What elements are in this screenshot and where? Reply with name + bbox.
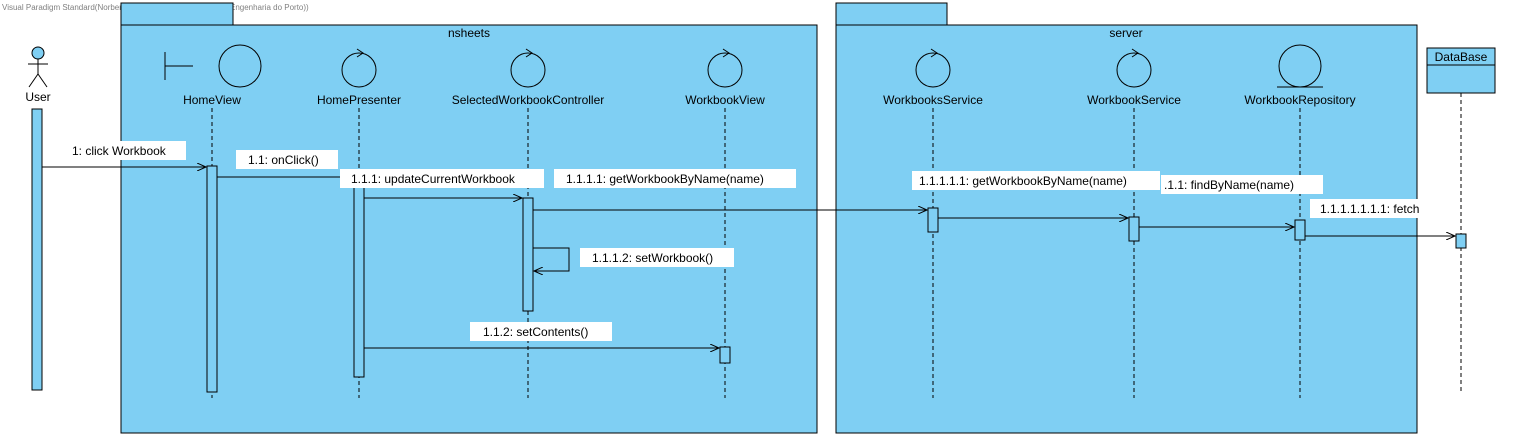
entity-workbook-repository-icon[interactable] [1277,44,1323,88]
svg-text:1.1: onClick(): 1.1: onClick() [248,153,319,167]
message-label-m1[interactable]: 1: click Workbook [64,141,186,160]
lifeline-database-label: DataBase [1435,50,1488,64]
svg-text:1.1.1: updateCurrentWorkbook: 1.1.1: updateCurrentWorkbook [351,172,516,186]
lifeline-workbook-repository-label: WorkbookRepository [1244,93,1355,107]
svg-text:1.1.1.2: setWorkbook(): 1.1.1.2: setWorkbook() [592,251,713,265]
lifeline-home-presenter-label: HomePresenter [317,93,401,107]
lifeline-workbooks-service-label: WorkbooksService [883,93,983,107]
svg-text:1.1.1.1: getWorkbookByName(nam: 1.1.1.1: getWorkbookByName(name) [566,172,764,186]
lifeline-selected-controller-label: SelectedWorkbookController [452,93,605,107]
control-selected-controller-icon[interactable] [510,48,546,88]
arrow-m8-self [533,247,570,271]
svg-text:1.1.2: setContents(): 1.1.2: setContents() [483,325,588,339]
svg-text:1.1.1.1.1: getWorkbookByName(n: 1.1.1.1.1: getWorkbookByName(name) [919,174,1127,188]
actor-head-icon [31,46,45,60]
actor-user-label: User [25,90,50,104]
control-workbook-service-icon[interactable] [1116,48,1152,88]
activation-workbooks-service [927,207,939,233]
package-nsheets-label: nsheets [448,26,490,40]
activation-workbook-service [1128,216,1140,242]
boundary-home-view-icon[interactable] [164,44,262,88]
lifeline-workbook-view-label: WorkbookView [685,93,765,107]
lifeline-workbook-service-label: WorkbookService [1087,93,1181,107]
message-label-m3[interactable]: 1.1.1: updateCurrentWorkbook [340,169,544,188]
message-label-m5[interactable]: 1.1.1.1.1: getWorkbookByName(name) [912,171,1160,190]
lifeline-home-view-label: HomeView [183,93,241,107]
svg-text:.1.1: findByName(name): .1.1: findByName(name) [1164,178,1294,192]
message-label-m9[interactable]: 1.1.2: setContents() [470,322,612,341]
package-server-label: server [1109,26,1142,40]
svg-text:1: click Workbook: 1: click Workbook [72,144,167,158]
activation-user [31,108,43,391]
activation-home-view [206,165,218,393]
control-home-presenter-icon[interactable] [341,48,377,88]
activation-database [1455,233,1467,249]
lifeline-database-head[interactable]: DataBase [1426,47,1496,94]
control-workbooks-service-icon[interactable] [915,48,951,88]
message-arrows [42,167,1455,348]
message-label-m7[interactable]: 1.1.1.1.1.1.1: fetch [1310,199,1438,218]
actor-user[interactable] [28,46,48,88]
package-nsheets[interactable]: nsheets [120,2,818,434]
activation-home-presenter [353,176,365,378]
activation-workbook-repository [1294,219,1306,241]
message-label-m2[interactable]: 1.1: onClick() [236,150,338,169]
control-workbook-view-icon[interactable] [707,48,743,88]
activation-selected-controller [522,197,534,312]
activation-workbook-view [719,346,731,364]
message-label-m6[interactable]: .1.1: findByName(name) [1161,175,1323,194]
message-label-m8[interactable]: 1.1.1.2: setWorkbook() [580,248,734,267]
message-label-m4[interactable]: 1.1.1.1: getWorkbookByName(name) [554,169,796,188]
svg-text:1.1.1.1.1.1.1: fetch: 1.1.1.1.1.1.1: fetch [1320,202,1419,216]
